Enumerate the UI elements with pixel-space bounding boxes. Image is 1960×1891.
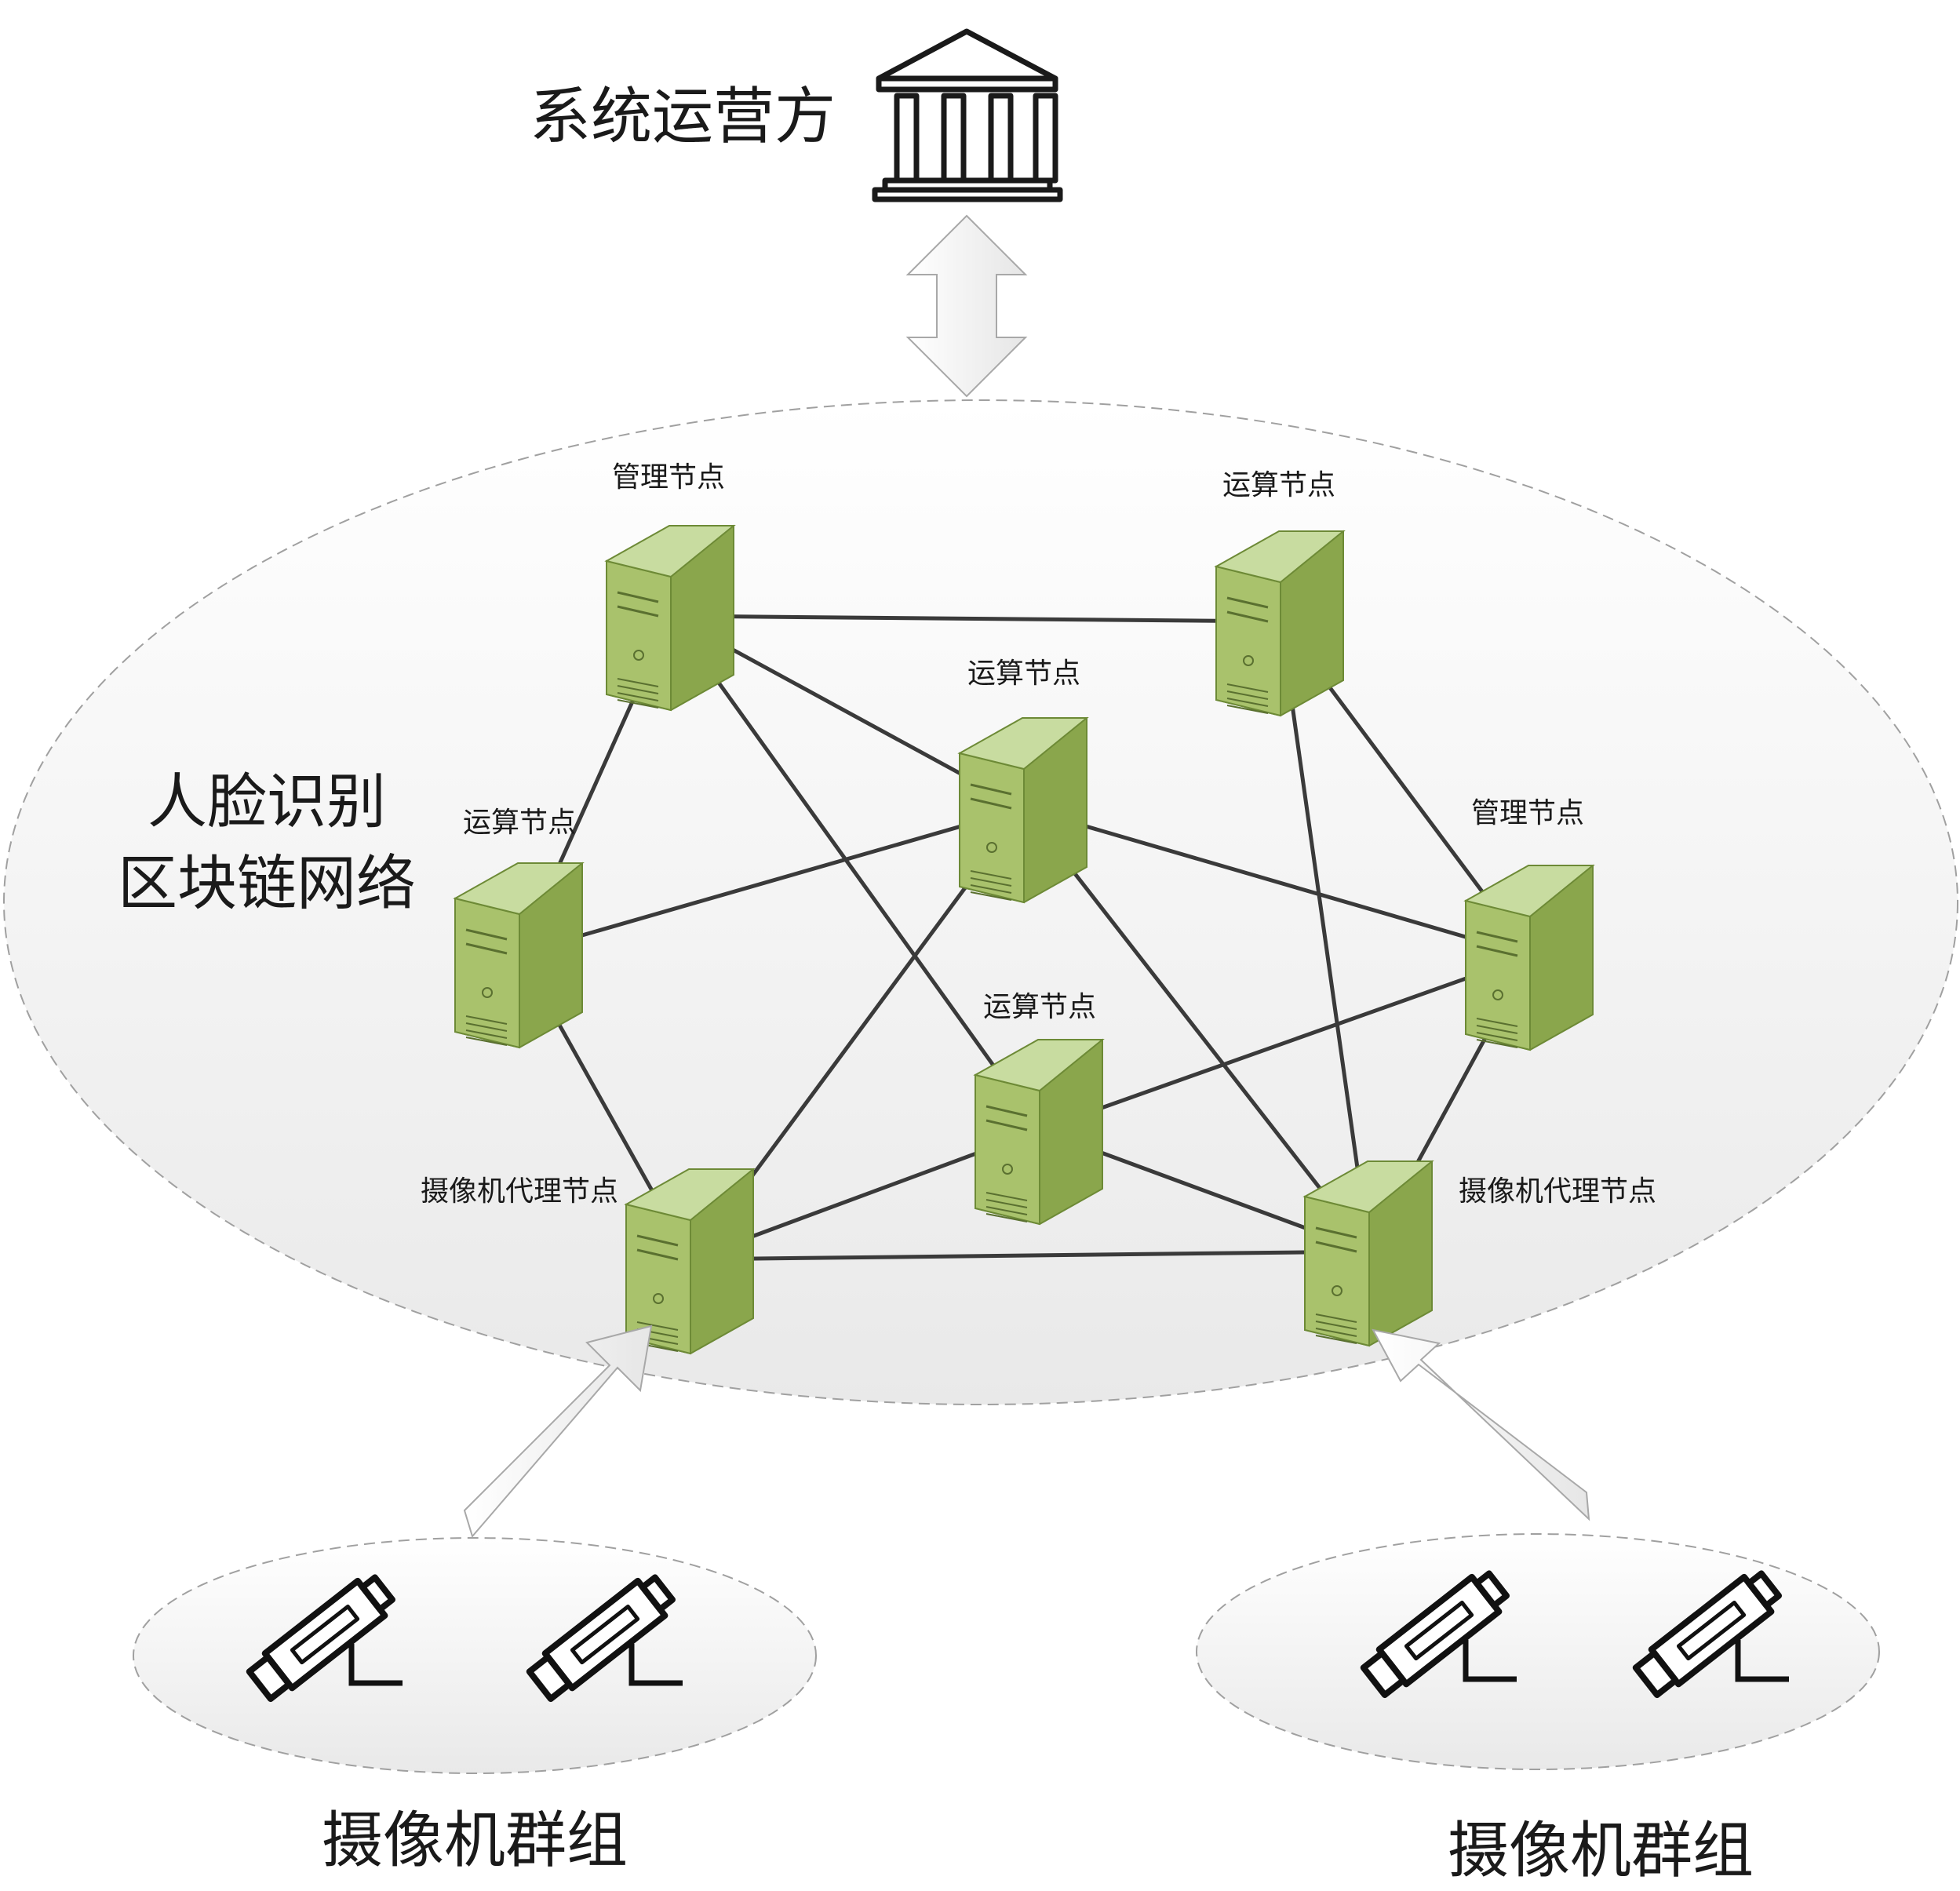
operator-network-double-arrow (905, 214, 1028, 398)
camera-mount (348, 1644, 403, 1686)
network-link (1022, 807, 1371, 1253)
camera-mount (628, 1644, 683, 1686)
network-link (1023, 806, 1531, 958)
network-link (670, 614, 1281, 624)
camera-group-left-arrow (463, 1324, 653, 1539)
camera-agent-node-server-icon (1302, 1160, 1434, 1347)
camera-group-boundary-left (133, 1537, 817, 1774)
bank-building-icon (872, 28, 1063, 202)
camera-mount (1735, 1640, 1789, 1682)
network-link (1039, 953, 1531, 1132)
camera-group-boundary-right (1196, 1533, 1880, 1770)
compute-node-server-icon (453, 862, 585, 1049)
manager-node-server-icon (1463, 864, 1595, 1051)
node-label-compute-bottom: 运算节点 (983, 991, 1096, 1023)
network-title-line1: 人脸识别 (148, 767, 386, 836)
camera-group-label-left: 摄像机群组 (322, 1805, 628, 1876)
node-label-manager-top: 管理节点 (612, 461, 725, 494)
node-labels: 管理节点 运算节点 运算节点 运算节点 管理节点 运算节点 摄像机代理节点 摄像… (421, 461, 1656, 1208)
node-label-camera-agent-left: 摄像机代理节点 (421, 1175, 618, 1208)
manager-node-server-icon (604, 524, 736, 712)
network-link (690, 1249, 1370, 1262)
camera-icon (246, 1574, 396, 1703)
compute-node-server-icon (973, 1038, 1105, 1226)
server-nodes (453, 524, 1595, 1355)
node-label-manager-right: 管理节点 (1471, 797, 1584, 829)
camera-mount (1463, 1640, 1517, 1682)
camera-icon (1632, 1570, 1783, 1699)
compute-node-server-icon (1214, 530, 1346, 717)
camera-group-right-arrow (1372, 1328, 1590, 1521)
network-link (519, 806, 1025, 956)
camera-group-label-right: 摄像机群组 (1448, 1816, 1754, 1886)
node-label-compute-left: 运算节点 (463, 807, 576, 839)
camera-icon (526, 1574, 676, 1703)
node-label-camera-agent-right: 摄像机代理节点 (1459, 1175, 1656, 1208)
compute-node-server-icon (957, 716, 1089, 904)
network-link (1278, 621, 1372, 1252)
node-label-compute-top-right: 运算节点 (1222, 469, 1335, 501)
camera-agent-node-server-icon (624, 1168, 756, 1355)
network-boundary (3, 399, 1958, 1405)
cameras (246, 1570, 1789, 1703)
network-link (669, 614, 1042, 1131)
node-label-compute-center: 运算节点 (967, 658, 1080, 690)
camera-icon (1360, 1570, 1510, 1699)
network-title-line2: 区块链网络 (118, 848, 416, 918)
operator-label: 系统运营方 (530, 82, 836, 152)
